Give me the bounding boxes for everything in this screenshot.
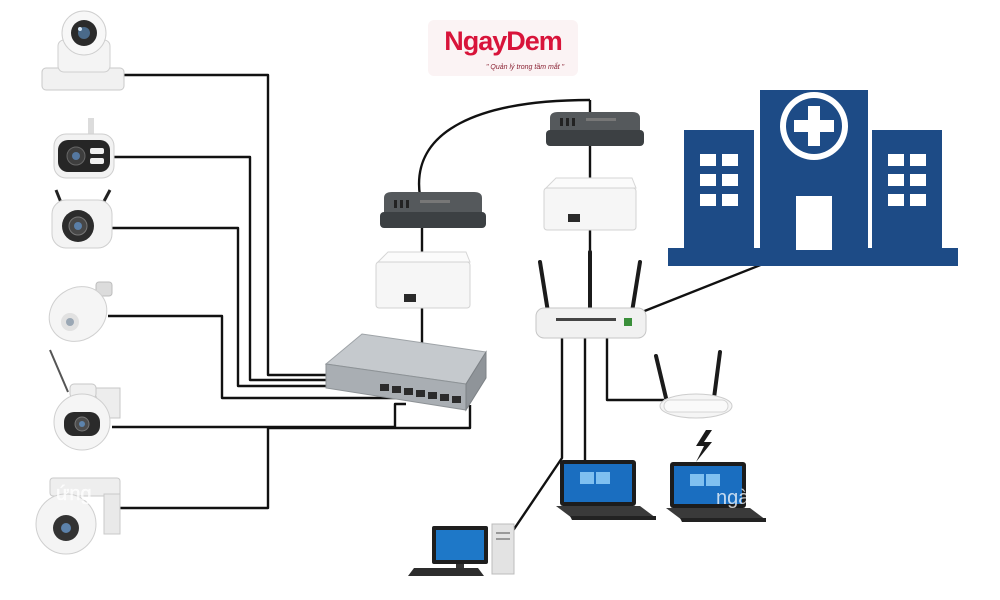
media-converter-right	[543, 177, 637, 231]
brand-name: NgayDem	[444, 26, 563, 56]
ptz-dome-camera	[41, 10, 125, 91]
laptop-2	[666, 462, 766, 522]
wifi-router-small	[654, 350, 733, 419]
cable-camera-5	[112, 402, 406, 429]
bullet-camera	[53, 118, 115, 179]
poe-switch	[324, 333, 487, 412]
switch-ports	[380, 384, 461, 403]
cable-camera-3	[112, 226, 336, 388]
cable-router-wifi	[605, 338, 664, 402]
wifi-router-main	[535, 250, 647, 339]
cable-camera-2	[112, 155, 333, 382]
watermark-left: ứng	[56, 483, 92, 505]
brand-slogan: " Quản lý trong tầm mắt "	[486, 64, 565, 71]
desktop-computer	[408, 523, 515, 576]
modem-right	[546, 112, 644, 146]
media-converter-left	[375, 251, 471, 309]
hospital-windows-right	[888, 154, 926, 206]
dome-camera	[35, 477, 121, 555]
bulb-camera	[48, 281, 113, 342]
modem-left	[380, 192, 486, 228]
brand-logo: NgayDem " Quản lý trong tầm mắt "	[428, 20, 578, 76]
hospital-windows-left	[700, 154, 738, 206]
speed-dome-camera	[49, 349, 121, 451]
watermark-right: ngày	[716, 487, 759, 509]
lightning-icon	[696, 430, 712, 462]
hospital-icon	[668, 90, 958, 266]
cable-router-desktop	[507, 338, 564, 539]
bullet-camera-wifi	[51, 189, 113, 249]
cable-camera-6	[120, 405, 472, 510]
cable-modem-arc	[417, 98, 591, 197]
cable-router-hospital	[641, 260, 769, 314]
cables	[108, 73, 769, 539]
laptop-1	[556, 460, 656, 520]
cable-camera-4	[108, 314, 404, 400]
cable-camera-1	[120, 73, 330, 377]
